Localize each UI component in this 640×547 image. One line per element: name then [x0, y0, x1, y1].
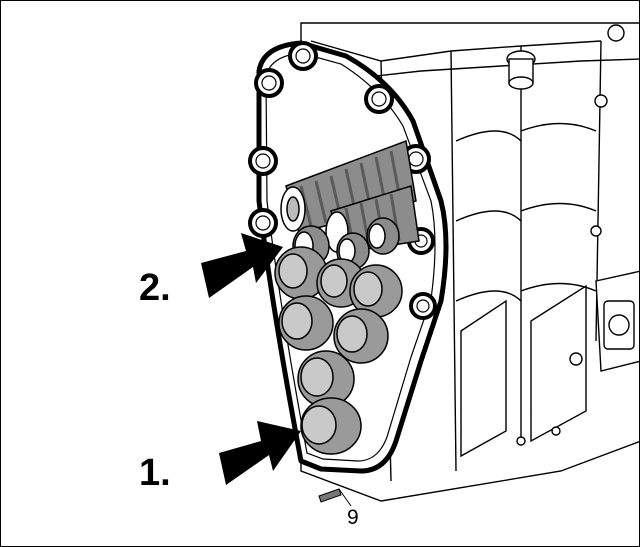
callout-number-9: 9	[347, 506, 359, 529]
callout-leader	[318, 488, 352, 507]
step-label-2: 2.	[139, 267, 171, 309]
bellows-boot	[274, 139, 420, 455]
arrow-right-icon	[201, 233, 301, 485]
step-label-1: 1.	[139, 452, 171, 494]
